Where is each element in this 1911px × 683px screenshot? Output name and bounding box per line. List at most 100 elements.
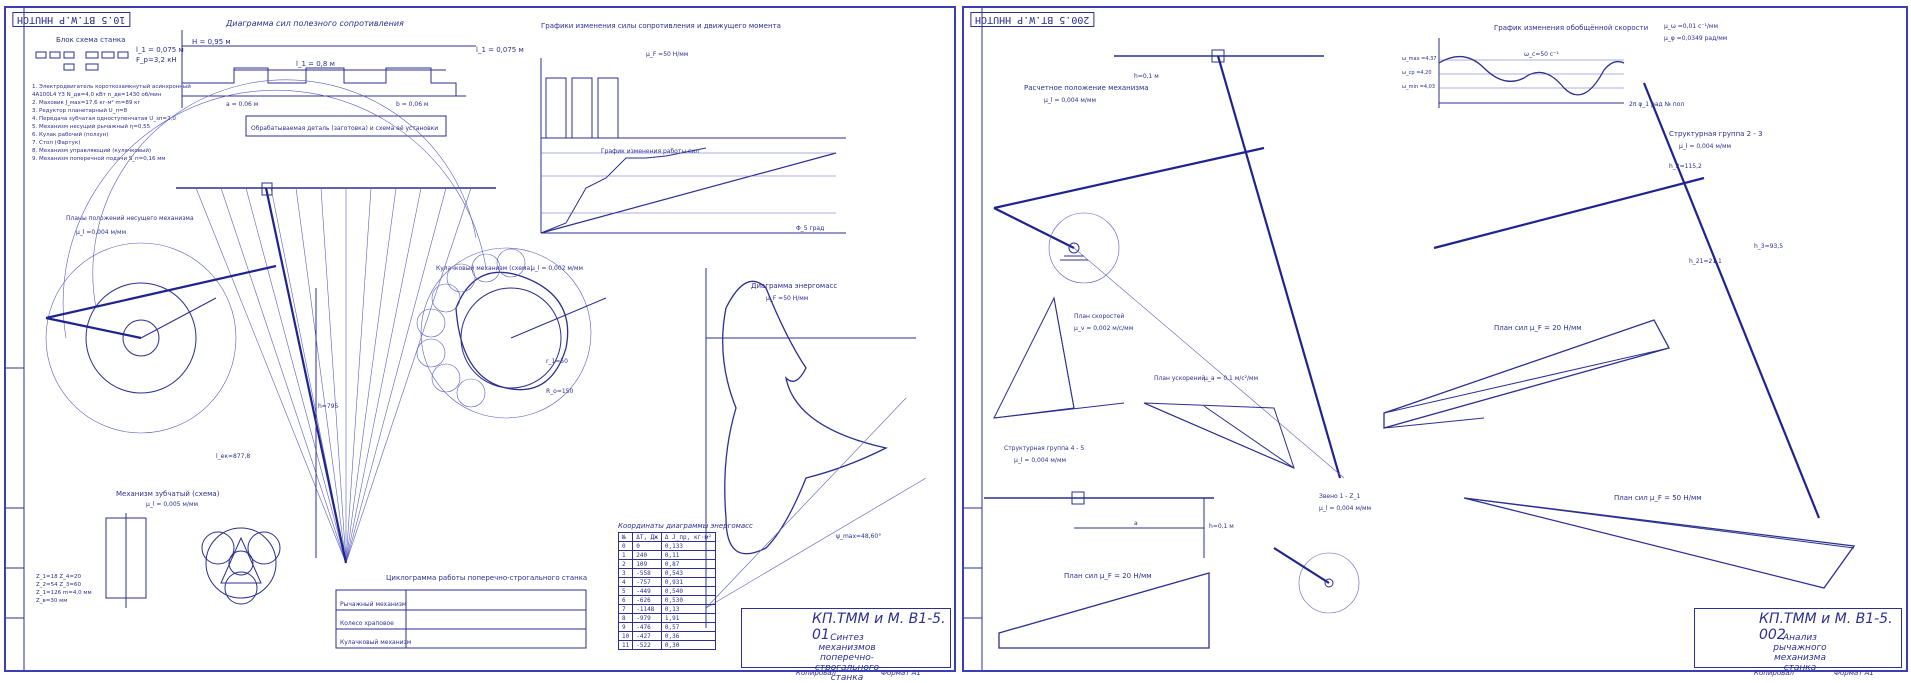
struct23-title: Структурная группа 2 - 3 — [1669, 130, 1763, 138]
spec-list: 1. Электродвигатель короткозамкнутый аси… — [32, 83, 191, 162]
energy-mass-diagram: ψ_max=48,60° — [705, 268, 927, 628]
svg-text:h_2=115,2: h_2=115,2 — [1669, 163, 1702, 170]
svg-text:1. Электродвигатель короткозам: 1. Электродвигатель короткозамкнутый аси… — [32, 83, 191, 90]
work-graph-title: График изменения работы сил — [601, 148, 699, 155]
force-diagram-title: Диаграмма сил полезного сопротивления — [225, 19, 404, 28]
speed-graph-title: График изменения обобщённой скорости — [1494, 24, 1648, 32]
speed-scale-omega: μ_ω =0,01 с⁻¹/мм — [1664, 23, 1718, 30]
block-scheme-title: Блок схема станка — [56, 36, 125, 44]
svg-text:Z_в=30 мм: Z_в=30 мм — [36, 598, 67, 604]
energy-table-title: Координаты диаграммы энергомасс — [618, 522, 753, 530]
acc-plan-scale: μ_a = 0,1 м/с²/мм — [1204, 375, 1258, 382]
link12-title: Звено 1 - Z_1 — [1319, 493, 1360, 500]
struct45-scale: μ_l = 0,004 м/мм — [1014, 457, 1066, 464]
svg-text:Колесо храповое: Колесо храповое — [340, 620, 394, 627]
svg-text:4A100L4 Y3 N_дв=4,0 кВт n_д: 4A100L4 Y3 N_дв=4,0 кВт n_дв=1430 об/мин — [32, 92, 162, 98]
svg-text:3. Редуктор планетарный U_п=8: 3. Редуктор планетарный U_п=8 — [32, 107, 128, 114]
footer-copy: Копировал — [796, 669, 836, 677]
force-plan-1: План сил μ_F = 20 Н/мм — [1064, 572, 1152, 580]
force-plan-3: План сил μ_F = 20 Н/мм — [1494, 324, 1582, 332]
svg-text:Z_1=18 Z_4=20: Z_1=18 Z_4=20 — [36, 574, 81, 580]
svg-text:7. Стол (Фартук): 7. Стол (Фартук) — [32, 140, 80, 146]
footer-format-2: Формат A1 — [1834, 669, 1874, 677]
dim-h: h=795 — [318, 403, 338, 410]
mechanism-calc-position: h=0,1 м — [993, 49, 1345, 479]
speed-plan — [993, 296, 1125, 419]
struct-group-2-3: h_2=115,2 h_21=21,1 h_3=93,5 — [1433, 82, 1821, 519]
dim-l-right: l_1 = 0,075 м — [476, 46, 524, 54]
svg-text:h_3=93,5: h_3=93,5 — [1754, 243, 1783, 250]
dim-H: H = 0,95 м — [192, 38, 231, 46]
gear-title: Механизм зубчатый (схема) — [116, 490, 220, 498]
speed-plan-title: План скоростей — [1074, 313, 1124, 320]
svg-text:8. Механизм управляющий (кулач: 8. Механизм управляющий (кулачковый) — [32, 147, 151, 154]
scale-muF: μ_F =50 H/мм — [646, 51, 688, 58]
drawing-code-2: КП.ТММ и М. В1-5. 002 — [1759, 611, 1893, 643]
svg-text:Кулачковый механизм: Кулачковый механизм — [340, 639, 411, 646]
struct23-scale: μ_l = 0,004 м/мм — [1679, 143, 1731, 150]
lever-mechanism-plan: h=795 l_ек=877,8 — [45, 79, 496, 564]
acc-plan-title: План ускорений — [1154, 375, 1205, 382]
drawing-sheet-2: 200.5 BT.W.P HHUTOH Расчетное положение … — [962, 6, 1908, 677]
phi-label: Φ_5 град — [796, 225, 824, 232]
gear-scale: μ_l = 0,005 м/мм — [146, 501, 198, 508]
svg-text:R_о=150: R_о=150 — [546, 388, 574, 395]
footer-format: Формат A1 — [881, 669, 921, 677]
svg-text:h=0,1 м: h=0,1 м — [1209, 523, 1234, 530]
link-1-z1 — [1273, 547, 1360, 614]
force-polygon-3 — [1383, 319, 1670, 429]
dim-h5: h=0,1 м — [1134, 73, 1159, 80]
svg-text:9. Механизм поперечной подачи: 9. Механизм поперечной подачи S_п=0,16 м… — [32, 155, 166, 162]
table-header: ΔT, Дж — [632, 532, 662, 542]
mech-title: Расчетное положение механизма — [1024, 84, 1149, 92]
svg-text:2. Маховик J_мах=17,6 кг·м²: 2. Маховик J_мах=17,6 кг·м² m=89 кг — [32, 99, 140, 106]
force-work-graph: График изменения работы сил Φ_5 град — [540, 58, 846, 234]
table-header: Δ J_пр, кг·м² — [660, 532, 716, 542]
dim-F: F_p=3,2 кН — [136, 56, 177, 64]
svg-text:4. Передача зубчатая одноступе: 4. Передача зубчатая одноступенчатая U_з… — [32, 116, 176, 122]
svg-text:ω_min =4,03: ω_min =4,03 — [1402, 84, 1435, 90]
psi-angle: ψ_max=48,60° — [836, 533, 881, 540]
graph-title: Графики изменения силы сопротивления и д… — [541, 22, 781, 30]
dim-lek: l_ек=877,8 — [216, 453, 250, 460]
drawing-name-2: Анализ рычажного механизма станка — [1773, 633, 1827, 673]
force-plan-2: План сил μ_F = 50 Н/мм — [1614, 494, 1702, 502]
title-block-2: КП.ТММ и М. В1-5. 002 Анализ рычажного м… — [1694, 608, 1902, 673]
svg-text:Z_2=54 Z_3=60: Z_2=54 Z_3=60 — [36, 582, 81, 588]
stroke-note: Обрабатываемая деталь (заготовка) и схем… — [251, 125, 438, 132]
svg-text:h_21=21,1: h_21=21,1 — [1689, 258, 1722, 265]
energy-scale: μ_F =50 H/мм — [766, 295, 808, 302]
plan-scale: μ_l =0,004 м/мм — [76, 229, 126, 236]
title-block-1: КП.ТММ и М. В1-5. 01 Синтез механизмов п… — [741, 608, 951, 683]
mech-scale: μ_l = 0,004 м/мм — [1044, 97, 1096, 104]
link12-scale: μ_l = 0,004 м/мм — [1319, 505, 1371, 512]
footer-copy-2: Копировал — [1754, 669, 1794, 677]
struct45-title: Структурная группа 4 - 5 — [1004, 445, 1084, 452]
svg-text:a: a — [1134, 520, 1138, 527]
drawing-code: КП.ТММ и М. В1-5. 01 — [812, 611, 946, 643]
svg-text:5. Механизм несущий рычажный: 5. Механизм несущий рычажный η=0,55 — [32, 123, 151, 130]
speed-scale-phi: μ_φ =0,0349 рад/мм — [1664, 35, 1727, 42]
svg-text:6. Кулак рабочий (ползун): 6. Кулак рабочий (ползун) — [32, 131, 108, 138]
cam-mechanism: R_о=150 r_1=50 — [416, 247, 607, 419]
cyclogram: Рычажный механизм Колесо храповое Кулачк… — [335, 589, 587, 649]
force-polygon-1 — [998, 572, 1210, 649]
svg-text:ω_max =4,37: ω_max =4,37 — [1402, 56, 1437, 62]
dim-l-left: l_1 = 0,075 м — [136, 46, 184, 54]
speed-plan-scale: μ_v = 0,002 м/с/мм — [1074, 325, 1133, 332]
force-polygon-2 — [1463, 497, 1856, 589]
svg-text:Z_1=126 m=4,0 мм: Z_1=126 m=4,0 мм — [36, 590, 92, 596]
svg-text:r_1=50: r_1=50 — [546, 358, 568, 365]
dim-a: a = 0,06 м — [226, 101, 258, 108]
svg-text:Рычажный механизм: Рычажный механизм — [340, 601, 406, 608]
